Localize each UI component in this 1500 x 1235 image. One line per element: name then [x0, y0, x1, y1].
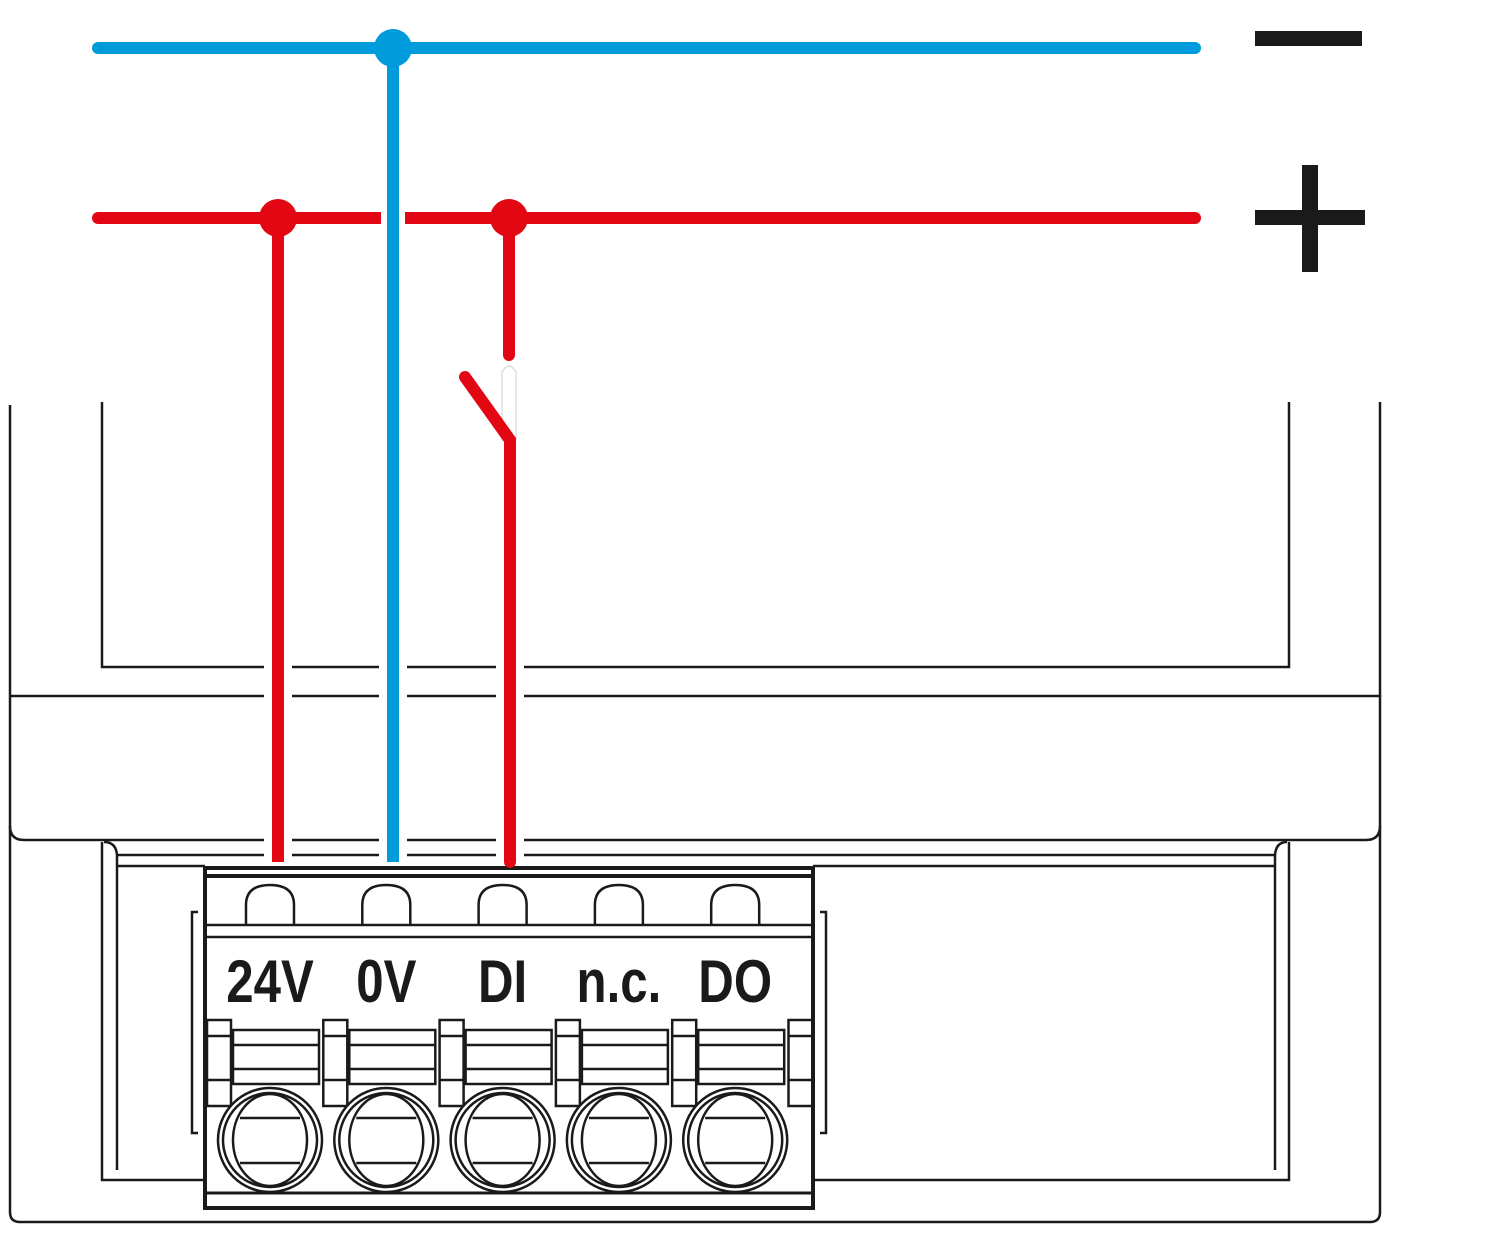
junction-dot — [259, 199, 297, 237]
switch-contact-outline — [501, 365, 517, 441]
junction-dot — [374, 29, 412, 67]
separator-post — [787, 1018, 814, 1108]
release-slot[interactable] — [244, 883, 296, 925]
clamp-lever[interactable] — [348, 1028, 437, 1086]
terminal-label: 24V — [226, 947, 314, 1015]
terminal-2[interactable]: 0V — [333, 883, 440, 1194]
device-housing — [8, 402, 1382, 1224]
release-slot[interactable] — [709, 883, 761, 925]
terminal-5[interactable]: DO — [681, 883, 789, 1194]
wires — [92, 29, 1201, 868]
screw-icon[interactable] — [681, 1086, 789, 1194]
terminal-label: DO — [698, 947, 772, 1015]
screw-icon[interactable] — [449, 1086, 556, 1194]
terminal-label: n.c. — [577, 947, 662, 1015]
clamp-lever[interactable] — [464, 1028, 553, 1086]
clamp-lever[interactable] — [696, 1028, 786, 1086]
switch-lever — [459, 371, 516, 868]
terminal-label: 0V — [356, 947, 417, 1015]
clamp-lever[interactable] — [580, 1028, 670, 1086]
screw-icon[interactable] — [333, 1086, 440, 1194]
release-slot[interactable] — [593, 883, 645, 925]
release-slot[interactable] — [477, 883, 528, 925]
terminal-label: DI — [478, 947, 527, 1015]
clamp-lever[interactable] — [231, 1028, 321, 1086]
minus-symbol — [1255, 31, 1362, 46]
plus-symbol — [1255, 165, 1365, 272]
terminal-4[interactable]: n.c. — [565, 883, 673, 1194]
screw-icon[interactable] — [565, 1086, 673, 1194]
separator-post — [670, 1018, 698, 1108]
screw-icon[interactable] — [216, 1086, 324, 1194]
release-slot[interactable] — [361, 883, 412, 925]
separator-post — [322, 1018, 349, 1108]
junction-dot — [490, 199, 528, 237]
terminal-3[interactable]: DI — [449, 883, 556, 1194]
separator-post — [438, 1018, 465, 1108]
separator-post — [554, 1018, 582, 1108]
polarity-symbols — [1255, 31, 1365, 272]
terminal-1[interactable]: 24V — [216, 883, 324, 1194]
separator-post — [205, 1018, 233, 1108]
